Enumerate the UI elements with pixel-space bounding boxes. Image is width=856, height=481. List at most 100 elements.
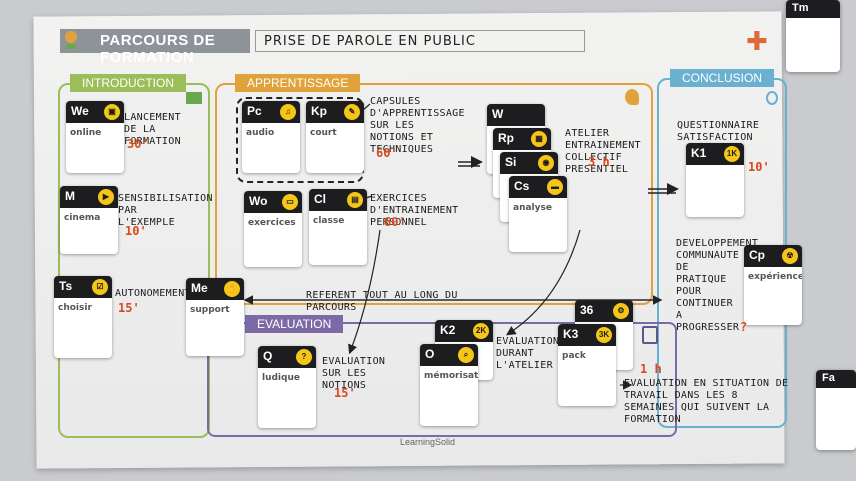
footer-logo: LearningSolid [400,437,456,447]
checkbox-icon: ☑ [92,279,108,295]
section-evaluation-title: EVALUATION [245,315,344,333]
note-autonomement: AUTONOMEMENT [115,288,191,299]
duration-exercices: 60' [384,215,406,229]
note-communaute: DEVELOPPEMENT COMMUNAUTE DE PRATIQUE POU… [676,238,759,333]
card-k1[interactable]: K1 1K [686,143,744,217]
duration-atelier: 3 h [588,155,610,169]
deck-tm[interactable]: Tm [786,0,840,72]
play-icon: ▶ [98,189,114,205]
duration-questionnaire: 10' [748,160,770,174]
note-eval-notions: EVALUATION SUR LES NOTIONS [322,356,386,391]
monitor-icon: ▣ [104,104,120,120]
handshake-icon: ✋ [224,281,240,297]
card-symbol: Cl [314,192,326,206]
note-atelier: ATELIER ENTRAINEMENT COLLECTIF PRESENTIE… [565,128,641,175]
checklist-icon [642,326,658,344]
duration-lancement: 30' [127,137,149,151]
card-cp[interactable]: Cp ☢ expériences [744,245,802,325]
card-symbol: Cp [749,248,765,262]
card-pc[interactable]: Pc ♫ audio [242,101,300,173]
gear-icon: ⚙ [613,303,629,319]
deck-symbol: Tm [786,0,840,18]
radiation-icon: ☢ [782,248,798,264]
card-cl[interactable]: Cl▤classe [309,189,367,265]
duration-capsules: 60' [376,146,398,160]
card-keyword: exercices [248,218,296,228]
ribbon-icon [766,91,778,105]
card-symbol: O [425,347,435,361]
puzzle-icon: ✚ [746,26,768,56]
page-subtitle: PRISE DE PAROLE EN PUBLIC [255,30,585,52]
card-o[interactable]: O ⌕ mémorisation [420,344,478,426]
brain-head-icon [625,89,639,105]
card-keyword: cinema [64,213,101,223]
gamepad-icon: ◉ [538,155,554,171]
card-q[interactable]: Q?ludique [258,346,316,428]
card-symbol: We [71,104,89,118]
card-symbol: K1 [691,146,707,160]
card-keyword: expériences [748,272,802,282]
card-symbol: W [492,107,504,121]
deck-symbol: Fa [816,370,856,388]
card-k3[interactable]: K3 3K pack [558,324,616,406]
headphones-icon: ♫ [280,104,296,120]
card-symbol: Kp [311,104,327,118]
note-referent: REFERENT TOUT AU LONG DU PARCOURS [306,290,458,313]
card-keyword: online [70,128,102,138]
card-symbol: Cs [514,179,530,193]
card-symbol: Me [191,281,208,295]
note-exercices: EXERCICES D'ENTRAINEMENT PERSONNEL [370,193,459,228]
card-m[interactable]: M ▶ cinema [60,186,118,254]
clapperboard-icon [186,92,202,104]
card-keyword: choisir [58,303,92,313]
card-ts[interactable]: Ts ☑choisir [54,276,112,358]
arrow-to-eval-atelier [505,229,581,336]
card-cs[interactable]: Cs ▬ analyse [509,176,567,252]
card-keyword: court [310,128,337,138]
briefcase-icon: ▬ [547,179,563,195]
deck-fa[interactable]: Fa [816,370,856,450]
card-symbol: Rp [498,131,514,145]
section-apprentissage-title: APPRENTISSAGE [235,74,361,92]
card-we[interactable]: We ▣online [66,101,124,173]
section-apprentissage [215,83,653,305]
card-badge: 2K [473,323,489,339]
card-keyword: audio [246,128,275,138]
note-lancement: LANCEMENT DE LA FORMATION [124,112,181,147]
card-badge: 3K [596,327,612,343]
duration-sensibilisation: 10' [125,224,147,238]
section-conclusion-title: CONCLUSION [670,69,775,87]
page-title: PARCOURS DE FORMATION [60,29,250,66]
card-symbol: K3 [563,327,579,341]
card-symbol: K2 [440,323,456,337]
duration-communaute: ? [740,320,748,334]
card-symbol: Q [263,349,273,363]
tag-icon: ✎ [344,104,360,120]
section-introduction-title: INTRODUCTION [70,74,186,92]
card-keyword: pack [562,351,586,361]
card-kp[interactable]: Kp ✎ court [306,101,364,173]
card-keyword: support [190,305,230,315]
card-me[interactable]: Me ✋ support [186,278,244,356]
card-symbol: 36 [580,303,594,317]
card-keyword: analyse [513,203,552,213]
card-keyword: ludique [262,373,300,383]
card-badge: 1K [724,146,740,162]
card-symbol: Si [505,155,517,169]
card-keyword: mémorisation [424,371,478,381]
trophy-logo-icon [60,28,82,52]
duration-autonomement: 15' [118,301,140,315]
note-capsules: CAPSULES D'APPRENTISSAGE SUR LES NOTIONS… [370,96,465,155]
card-keyword: classe [313,216,345,226]
card-symbol: M [65,189,75,203]
note-eval-atelier: EVALUATION DURANT L'ATELIER [496,336,560,371]
card-wo[interactable]: Wo▭exercices [244,191,302,267]
magnifier-icon: ⌕ [458,347,474,363]
note-sensibilisation: SENSIBILISATION PAR L'EXEMPLE [118,193,213,228]
duration-eval-travail: 1 h [640,362,662,376]
card-symbol: Pc [247,104,262,118]
card-symbol: Ts [59,279,73,293]
presentation-icon: ▦ [531,131,547,147]
card-symbol: Wo [249,194,268,208]
